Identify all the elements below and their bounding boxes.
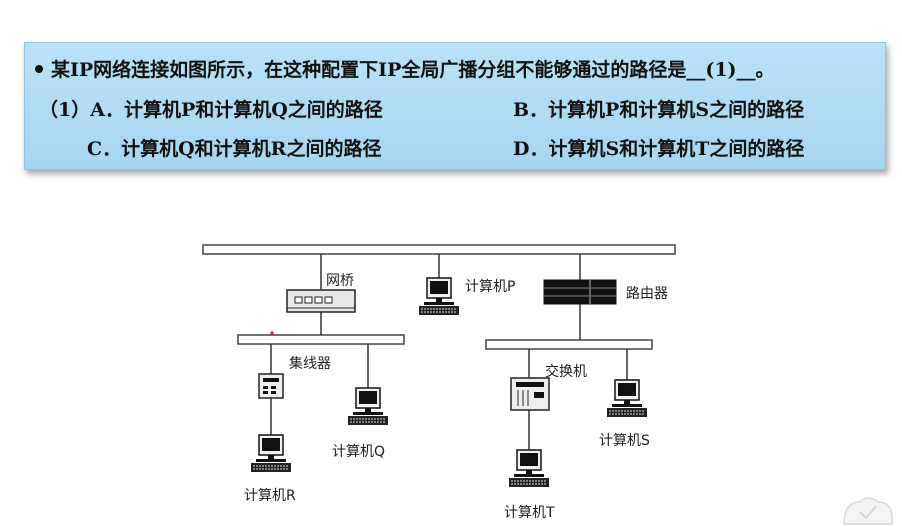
hub-icon — [258, 373, 284, 399]
computer-r-label: 计算机R — [244, 488, 296, 504]
bullet-icon — [35, 65, 43, 73]
bridge-icon — [286, 289, 356, 313]
left-segment-bus — [237, 334, 405, 345]
switch-icon — [510, 377, 550, 411]
computer-q-icon — [347, 387, 389, 426]
computer-t-icon — [508, 449, 550, 488]
computer-r-icon — [250, 434, 292, 473]
computer-q-label: 计算机Q — [332, 444, 385, 460]
bridge-label: 网桥 — [326, 273, 354, 289]
option-d: D．计算机S和计算机T之间的路径 — [513, 138, 805, 160]
computer-s-icon — [606, 379, 648, 418]
option-c: C．计算机Q和计算机R之间的路径 — [87, 138, 382, 160]
router-label: 路由器 — [626, 286, 668, 302]
computer-s-label: 计算机S — [599, 433, 650, 449]
switch-label: 交换机 — [545, 363, 587, 380]
computer-p-icon — [418, 277, 460, 316]
option-b: B．计算机P和计算机S之间的路径 — [513, 99, 805, 121]
question-panel: 某IP网络连接如图所示，在这种配置下IP全局广播分组不能够通过的路径是__(1)… — [24, 42, 886, 170]
right-segment-bus — [485, 339, 653, 350]
router-icon — [543, 279, 617, 305]
option-a: （1）A．计算机P和计算机Q之间的路径 — [39, 99, 383, 121]
main-bus — [202, 244, 676, 255]
computer-p-label: 计算机P — [465, 279, 515, 295]
question-stem: 某IP网络连接如图所示，在这种配置下IP全局广播分组不能够通过的路径是__(1)… — [51, 59, 775, 81]
red-dot — [270, 331, 274, 335]
watermark-logo-icon — [843, 497, 893, 525]
hub-label: 集线器 — [289, 355, 331, 372]
computer-t-label: 计算机T — [504, 505, 555, 521]
